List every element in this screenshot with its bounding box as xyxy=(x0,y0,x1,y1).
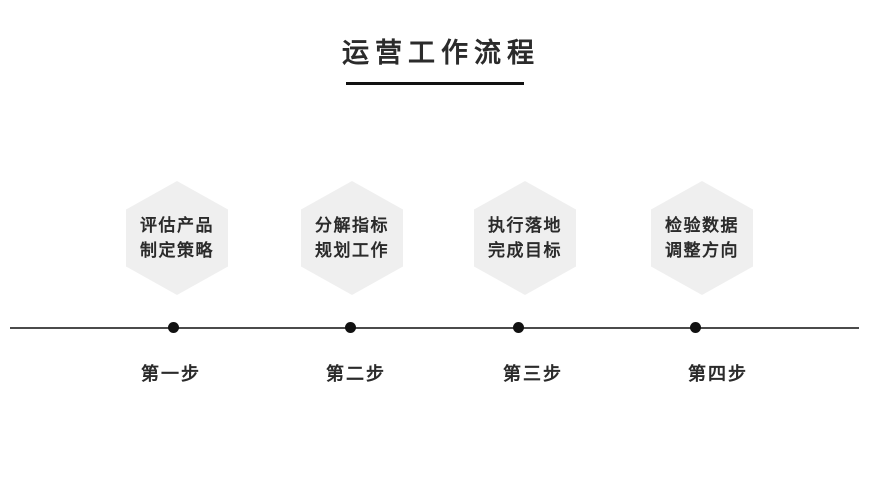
hexagon-text-line: 评估产品 xyxy=(140,216,214,235)
timeline-dot-2 xyxy=(345,322,356,333)
hexagon-text-line: 执行落地 xyxy=(488,216,562,235)
hexagon-text-line: 完成目标 xyxy=(488,241,562,260)
step-label-4: 第四步 xyxy=(688,364,748,384)
step-label-3: 第三步 xyxy=(503,364,563,384)
page-title: 运营工作流程 xyxy=(342,38,540,68)
hexagon-text-line: 制定策略 xyxy=(140,241,214,260)
timeline-dot-1 xyxy=(168,322,179,333)
timeline-dot-4 xyxy=(690,322,701,333)
timeline-line xyxy=(10,327,859,329)
hexagon-text-line: 检验数据 xyxy=(665,216,739,235)
step-label-2: 第二步 xyxy=(326,364,386,384)
timeline-dot-3 xyxy=(513,322,524,333)
hexagon-text-line: 分解指标 xyxy=(315,216,389,235)
step-label-1: 第一步 xyxy=(141,364,201,384)
step-hexagon-2: 分解指标 规划工作 xyxy=(301,181,403,295)
hexagon-text-line: 调整方向 xyxy=(665,241,739,260)
step-hexagon-1: 评估产品 制定策略 xyxy=(126,181,228,295)
step-hexagon-4: 检验数据 调整方向 xyxy=(651,181,753,295)
title-underline xyxy=(346,82,524,85)
hexagon-text-line: 规划工作 xyxy=(315,241,389,260)
step-hexagon-3: 执行落地 完成目标 xyxy=(474,181,576,295)
